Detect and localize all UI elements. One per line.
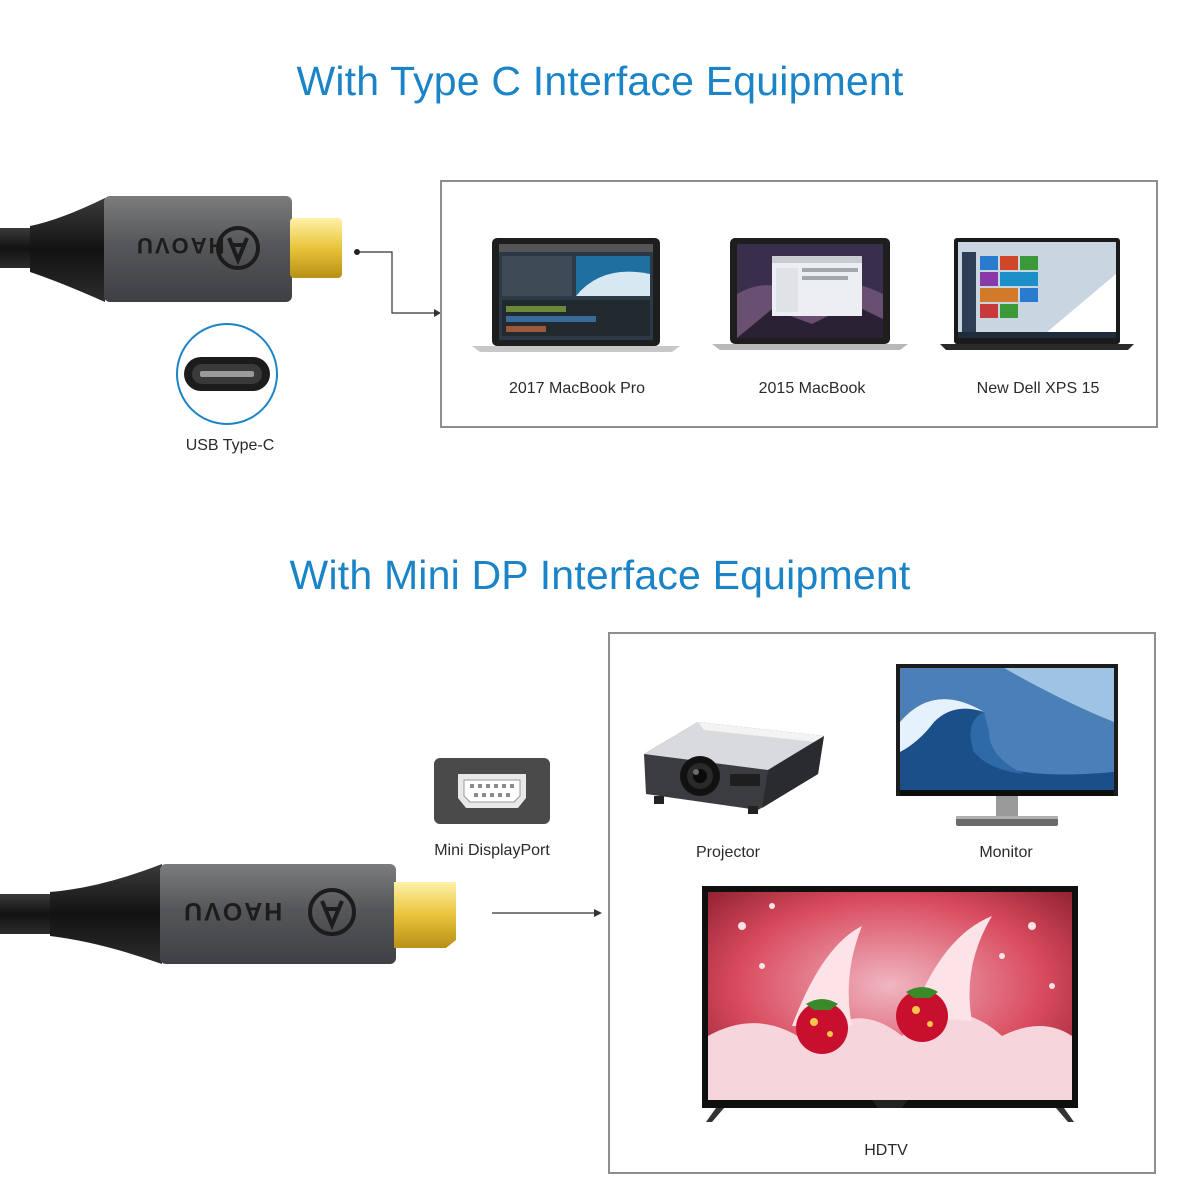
brand-logo-text-2: HAOVU [182,897,283,925]
monitor-icon [896,664,1118,826]
mini-dp-connector-arrow [492,909,602,917]
laptop-icon [940,238,1134,350]
mini-displayport-port-icon [434,758,550,824]
usb-type-c-label: USB Type-C [185,437,275,454]
type-c-cable [0,196,342,302]
heading-type-c: With Type C Interface Equipment [296,58,904,104]
projector-icon [644,722,824,814]
mini-dp-devices-panel: Projector Monitor [608,632,1156,1174]
device-label-macbook-pro: 2017 MacBook Pro [508,380,646,397]
device-label-projector: Projector [695,844,761,861]
device-label-macbook: 2015 MacBook [758,380,866,397]
mini-dp-cable [0,864,456,964]
laptop-icon [472,238,680,352]
type-c-devices-panel: 2017 MacBook Pro 2015 MacBook New Dell X… [440,180,1158,428]
usb-type-c-port-icon [176,323,278,425]
tv-icon [702,886,1078,1122]
type-c-connector-arrow [354,249,441,317]
device-label-hdtv: HDTV [864,1142,908,1159]
heading-mini-dp: With Mini DP Interface Equipment [289,552,911,598]
device-label-monitor: Monitor [979,844,1033,861]
device-label-dell-xps-15: New Dell XPS 15 [976,380,1100,397]
mini-displayport-label: Mini DisplayPort [434,842,550,859]
brand-logo-text: HAOVU [135,233,225,258]
laptop-icon [712,238,908,350]
